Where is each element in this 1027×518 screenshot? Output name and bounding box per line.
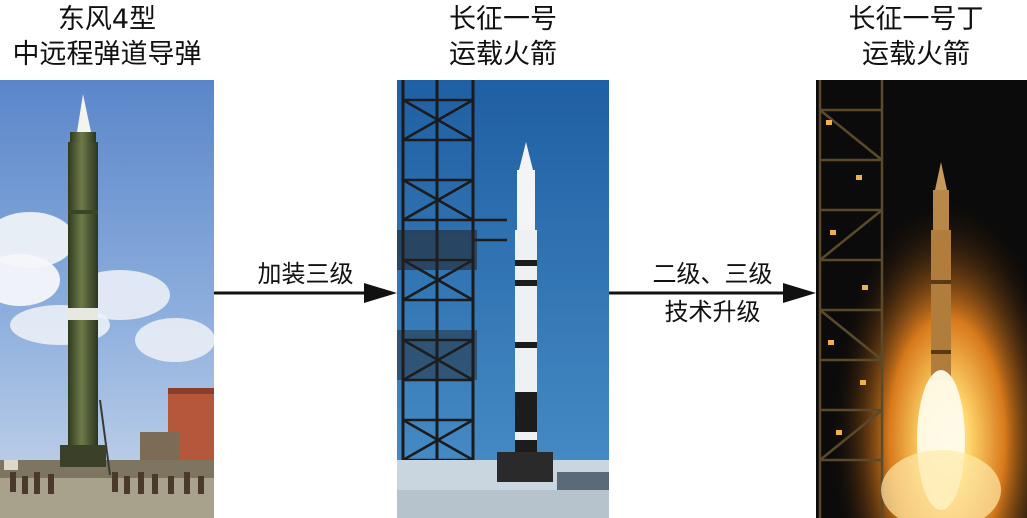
panel-3-title: 长征一号丁 运载火箭 — [805, 2, 1027, 72]
arrow-2 — [609, 283, 816, 303]
arrow-2-label-line1: 二级、三级 — [652, 260, 773, 288]
cz1-rocket-photo — [397, 80, 609, 518]
panel-3-title-line1: 长征一号丁 — [848, 4, 984, 35]
panel-2-title-line2: 运载火箭 — [449, 39, 557, 70]
panel-3-title-line2: 运载火箭 — [862, 39, 970, 70]
arrow-2-head — [783, 283, 816, 303]
arrow-1-label-line1: 加装三级 — [257, 260, 354, 288]
panel-1-title: 东风4型 中远程弹道导弹 — [0, 2, 214, 72]
cz1d-rocket-photo — [816, 80, 1027, 518]
df4-missile-photo — [0, 80, 214, 518]
panel-1-title-line2: 中远程弹道导弹 — [12, 39, 202, 70]
arrow-2-label: 二级、三级 — [609, 258, 816, 290]
arrow-1 — [214, 283, 397, 303]
panel-1-title-line1: 东风4型 — [57, 4, 157, 35]
panel-2-title-line1: 长征一号 — [449, 4, 557, 35]
arrow-1-label: 加装三级 — [214, 258, 397, 290]
arrow-2-label-line2: 技术升级 — [664, 298, 761, 326]
arrow-2-label-lower: 技术升级 — [609, 296, 816, 328]
arrow-1-head — [364, 283, 397, 303]
panel-2-title: 长征一号 运载火箭 — [397, 2, 609, 72]
